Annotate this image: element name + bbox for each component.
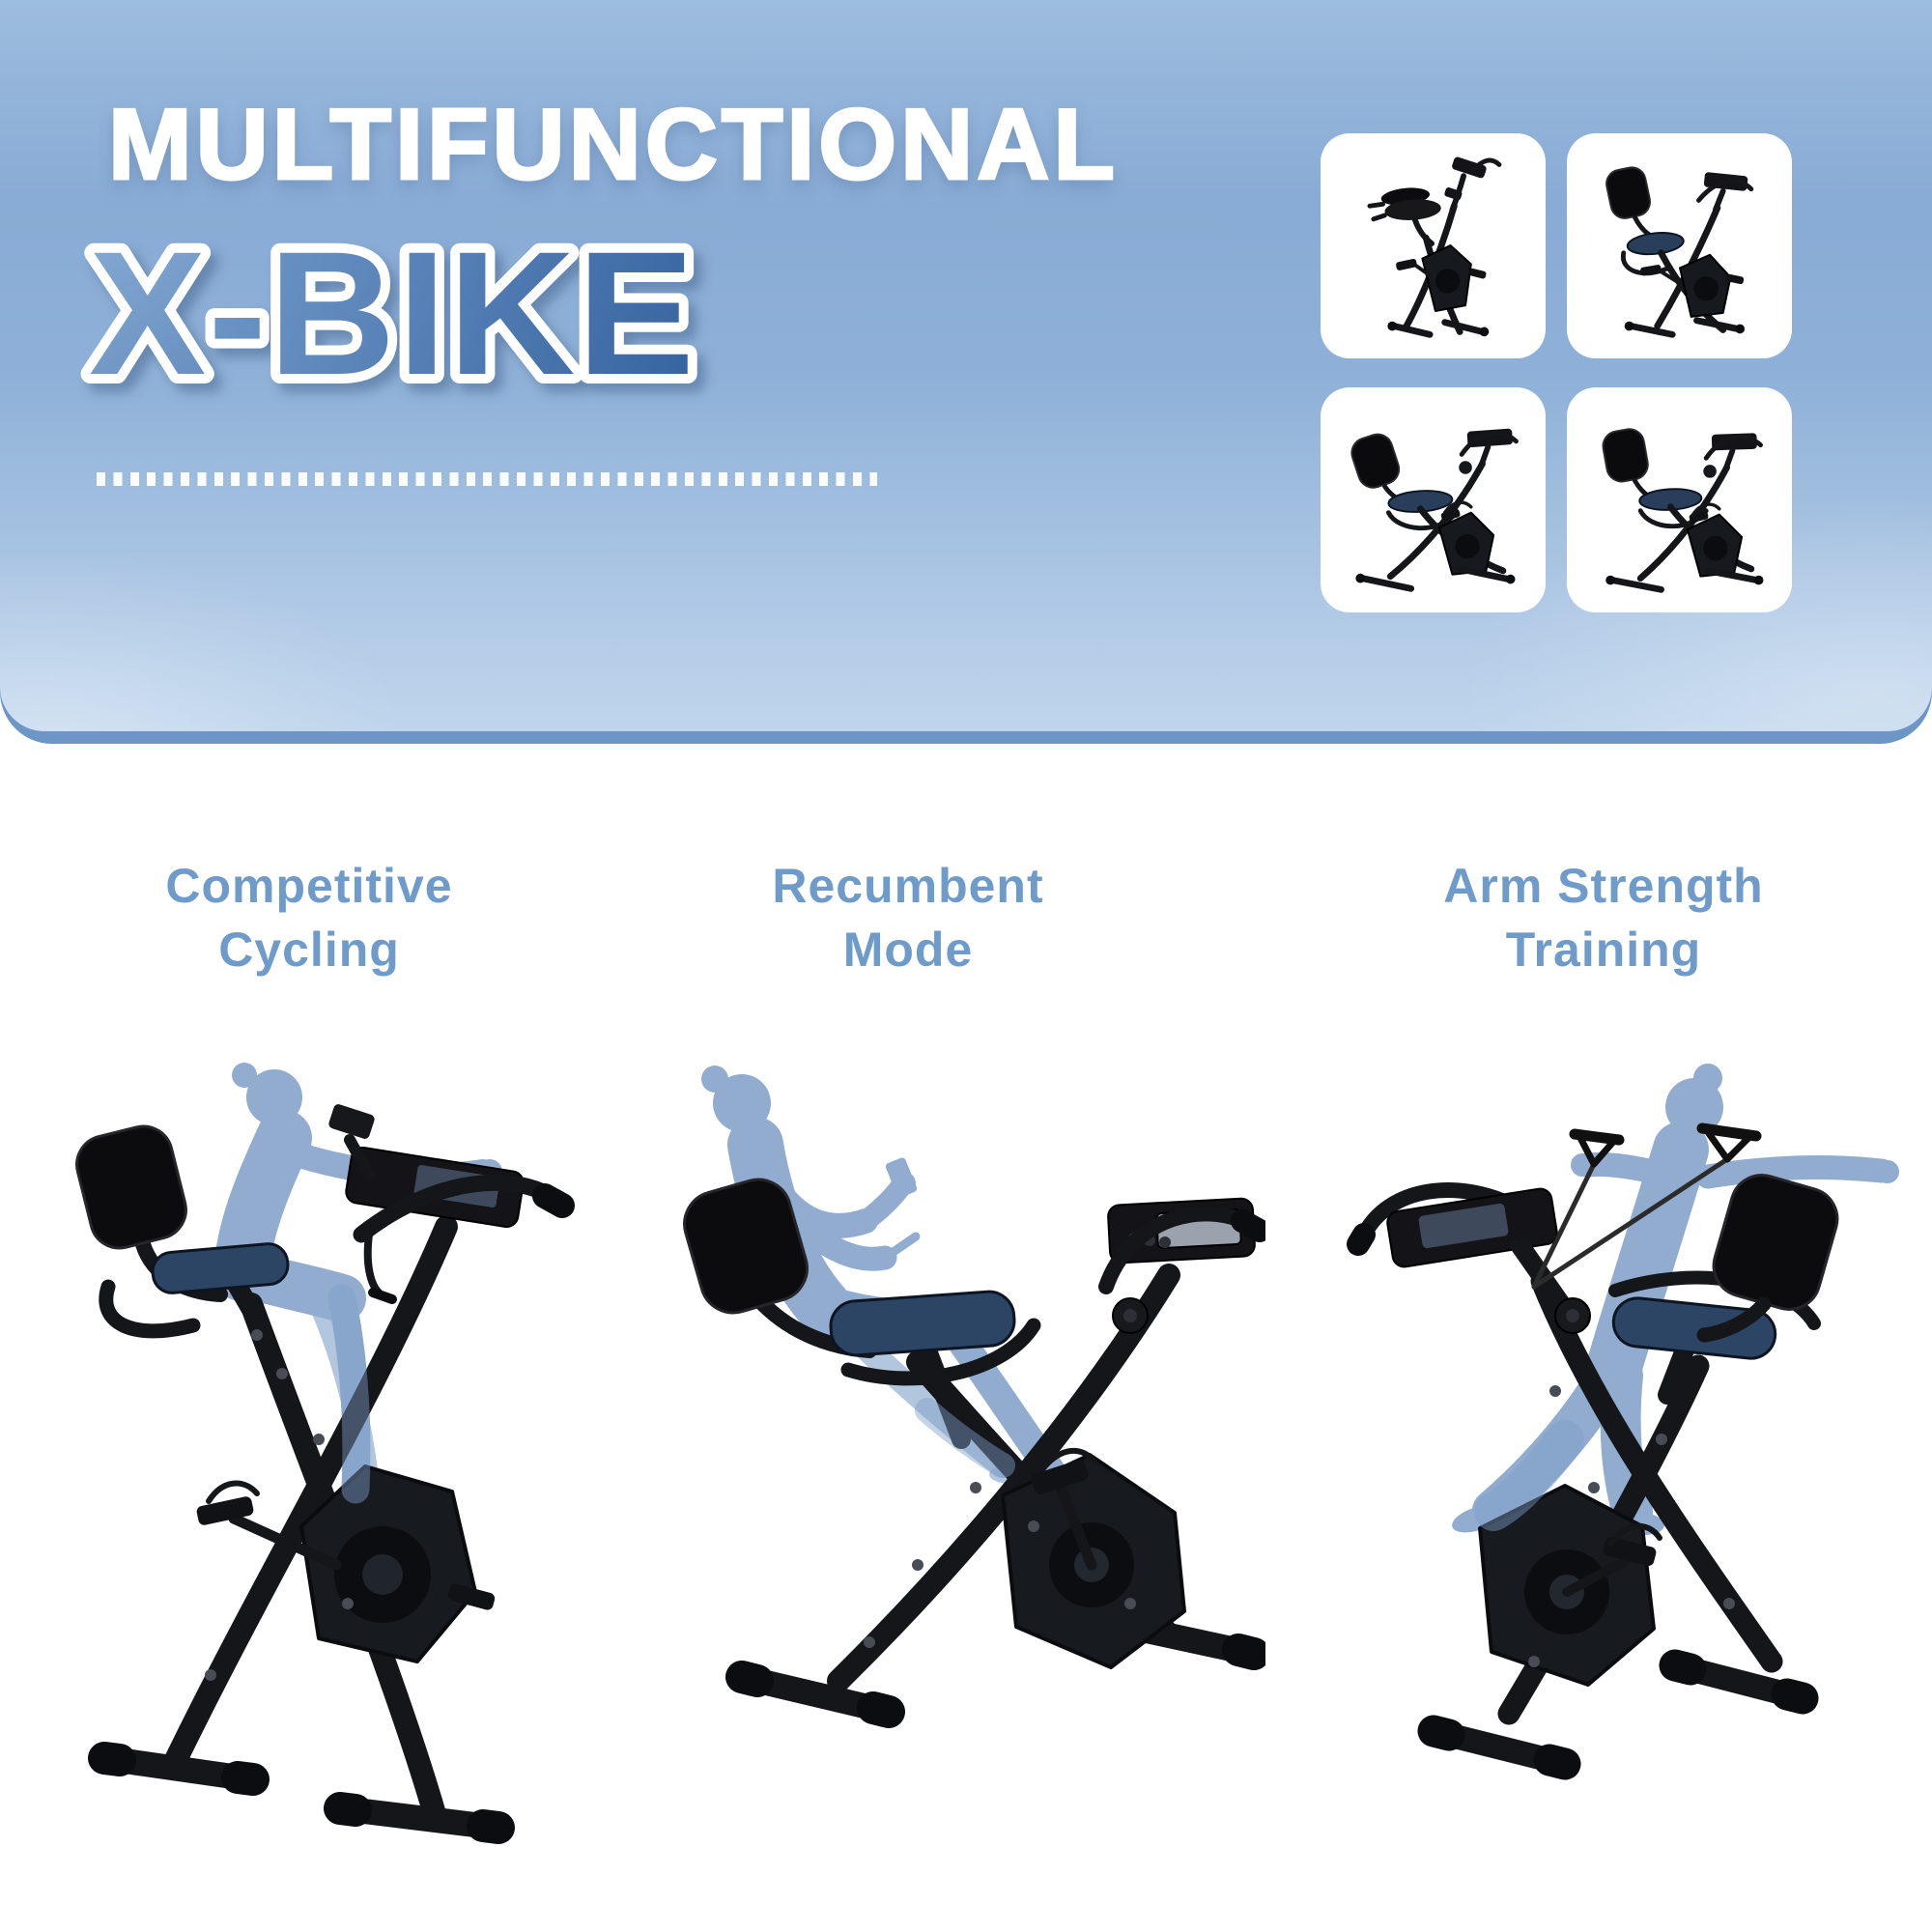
pedal <box>1031 1460 1089 1494</box>
gallery-card-3 <box>1321 387 1546 612</box>
bike-recumbent-left-view-icon <box>1350 428 1519 592</box>
bike-folded-view-icon <box>1367 156 1501 338</box>
frame-bolts <box>1528 1385 1735 1667</box>
band-handle <box>1696 1122 1762 1142</box>
pedal-strap <box>1608 1522 1662 1547</box>
seat-cushion <box>151 1242 290 1294</box>
exercise-bike <box>75 1104 575 1844</box>
exercise-bike <box>683 1178 1265 1728</box>
subtitle-x: X <box>89 214 208 412</box>
phone-holder <box>328 1104 375 1139</box>
banner-subtitle: X-BIKE <box>79 205 704 421</box>
crank-arm <box>1055 1482 1097 1571</box>
pedal <box>196 1496 254 1525</box>
illustration-competitive-cycling <box>75 1063 575 1844</box>
crank-arm <box>1562 1554 1634 1597</box>
feature-label-line: Training <box>1505 923 1702 977</box>
band-handle <box>1569 1128 1625 1146</box>
backrest-pad <box>683 1178 809 1315</box>
illustration-recumbent-mode <box>683 1065 1265 1728</box>
console-screen <box>1418 1203 1509 1249</box>
subtitle-bike: -BIKE <box>208 214 696 412</box>
feature-label-line: Recumbent <box>772 859 1044 913</box>
silhouette-leg-overlay <box>1474 1420 1584 1531</box>
pedal-strap <box>1040 1447 1098 1471</box>
feature-label-line: Competitive <box>165 859 453 913</box>
crank-arm <box>228 1513 342 1571</box>
dotted-divider <box>97 472 877 486</box>
feature-label-recumbent-mode: Recumbent Mode <box>657 854 1159 981</box>
armrest-handle <box>840 1318 1041 1386</box>
resistance-band <box>1531 1156 1730 1290</box>
feature-label-line: Cycling <box>218 923 400 977</box>
hanging-band-handle <box>363 1231 383 1296</box>
gallery-card-1 <box>1321 133 1546 358</box>
pedal-strap <box>206 1480 260 1504</box>
seat-cushion <box>829 1290 1016 1357</box>
backrest-pad <box>75 1124 187 1250</box>
banner-subtitle-text: X-BIKE <box>89 214 696 412</box>
frame-bolts <box>864 1482 1136 1648</box>
banner-title: MULTIFUNCTIONAL <box>107 89 1119 201</box>
gallery-card-4 <box>1567 387 1792 612</box>
feature-label-competitive-cycling: Competitive Cycling <box>58 854 560 981</box>
pedal-far <box>447 1583 496 1610</box>
banner-surface: MULTIFUNCTIONAL X-BIKE <box>0 0 1932 731</box>
resistance-bands <box>1531 1156 1730 1290</box>
backrest-support <box>1696 1296 1772 1343</box>
band-handles <box>1569 1122 1762 1168</box>
pedal <box>1603 1537 1657 1566</box>
seat-post <box>918 1341 971 1449</box>
feature-label-line: Mode <box>842 923 974 977</box>
thumbnail-gallery <box>1321 133 1792 612</box>
silhouette-leg-overlay <box>327 1284 371 1504</box>
exercise-bike <box>1347 1122 1839 1780</box>
phone-holder-arm <box>344 1134 375 1180</box>
gallery-card-2 <box>1567 133 1792 358</box>
feature-label-arm-strength-training: Arm Strength Training <box>1352 854 1855 981</box>
bike-upright-view-icon <box>1605 165 1753 338</box>
banner: MULTIFUNCTIONAL X-BIKE <box>0 0 1932 744</box>
feature-label-line: Arm Strength <box>1443 859 1764 913</box>
illustration-arm-strength-training <box>1347 1064 1899 1780</box>
backrest-pad <box>1712 1174 1839 1311</box>
resistance-band <box>1531 1161 1597 1290</box>
armrest-handle <box>99 1279 201 1339</box>
bike-recumbent-right-view-icon <box>1602 427 1763 593</box>
silhouette-leg-overlay <box>915 1398 1015 1478</box>
frame-bolts <box>205 1329 354 1681</box>
seat-cushion <box>1611 1296 1777 1360</box>
